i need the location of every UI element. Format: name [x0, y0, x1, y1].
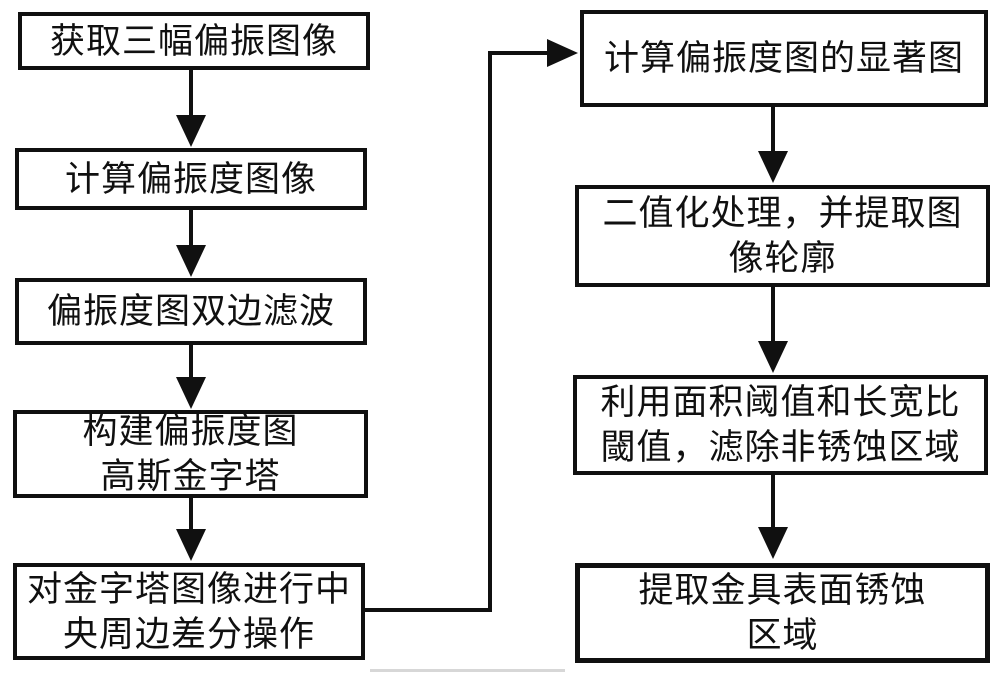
arrow-shaft [771, 475, 775, 529]
arrow-down-icon [758, 341, 788, 373]
arrow-shaft [189, 345, 193, 379]
arrow-down-icon [176, 529, 206, 561]
step-label-line2: 像轮廓 [728, 239, 837, 278]
step-label-line2: 央周边差分操作 [62, 614, 315, 654]
arrow-down-icon [758, 151, 788, 183]
arrow-down-icon [176, 377, 206, 409]
connector-vertical-segment [488, 51, 492, 612]
step-label-line2: 閾值，滤除非锈蚀区域 [600, 428, 961, 467]
step-box-extract-rust-regions: 提取金具表面锈蚀 区域 [575, 563, 990, 663]
step-label-line2: 高斯金字塔 [100, 457, 281, 496]
arrow-down-icon [176, 115, 206, 147]
step-label: 计算偏振度图的显著图 [603, 39, 964, 78]
connector-bottom-segment [365, 608, 492, 612]
arrow-down-icon [758, 527, 788, 559]
step-box-center-surround-difference: 对金字塔图像进行中 央周边差分操作 [13, 563, 365, 660]
step-label-line2: 区域 [746, 616, 819, 655]
arrow-shaft [189, 70, 193, 118]
arrow-shaft [771, 107, 775, 153]
step-label-line1: 利用面积阈值和长宽比 [600, 383, 961, 422]
step-box-threshold-filter-non-rust-regions: 利用面积阈值和长宽比 閾值，滤除非锈蚀区域 [573, 375, 988, 475]
step-label: 计算偏振度图像 [64, 159, 317, 199]
step-box-compute-polarization-degree-image: 计算偏振度图像 [15, 148, 367, 210]
step-label-line1: 构建偏振度图 [82, 412, 299, 451]
arrow-shaft [189, 498, 193, 531]
scan-artifact-bar [370, 669, 565, 672]
step-label-line1: 对金字塔图像进行中 [26, 569, 351, 609]
arrow-shaft [771, 287, 775, 343]
step-label: 偏振度图双边滤波 [46, 292, 335, 331]
step-box-bilateral-filter-polarization-map: 偏振度图双边滤波 [15, 278, 367, 345]
connector-top-segment [488, 51, 548, 55]
step-box-compute-saliency-map: 计算偏振度图的显著图 [580, 10, 988, 107]
step-label-line1: 二值化处理，并提取图 [602, 194, 963, 233]
step-box-binarize-extract-contours: 二值化处理，并提取图 像轮廓 [575, 185, 990, 287]
arrow-right-icon [547, 39, 578, 67]
step-label-line1: 提取金具表面锈蚀 [638, 571, 927, 610]
step-box-acquire-three-polarization-images: 获取三幅偏振图像 [18, 12, 370, 70]
step-label: 获取三幅偏振图像 [49, 21, 338, 61]
step-box-build-gaussian-pyramid: 构建偏振度图 高斯金字塔 [13, 410, 368, 498]
arrow-shaft [189, 210, 193, 248]
arrow-down-icon [176, 245, 206, 277]
